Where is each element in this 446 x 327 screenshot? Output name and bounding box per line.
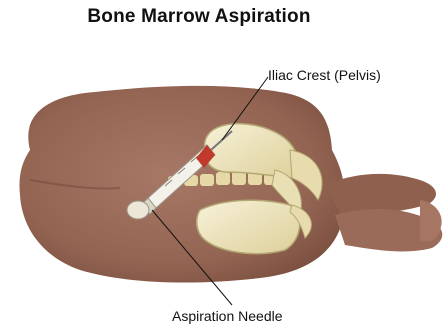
aspiration-needle-label: Aspiration Needle (172, 308, 283, 324)
patient-body (19, 86, 442, 283)
iliac-crest-label: Iliac Crest (Pelvis) (268, 67, 381, 83)
